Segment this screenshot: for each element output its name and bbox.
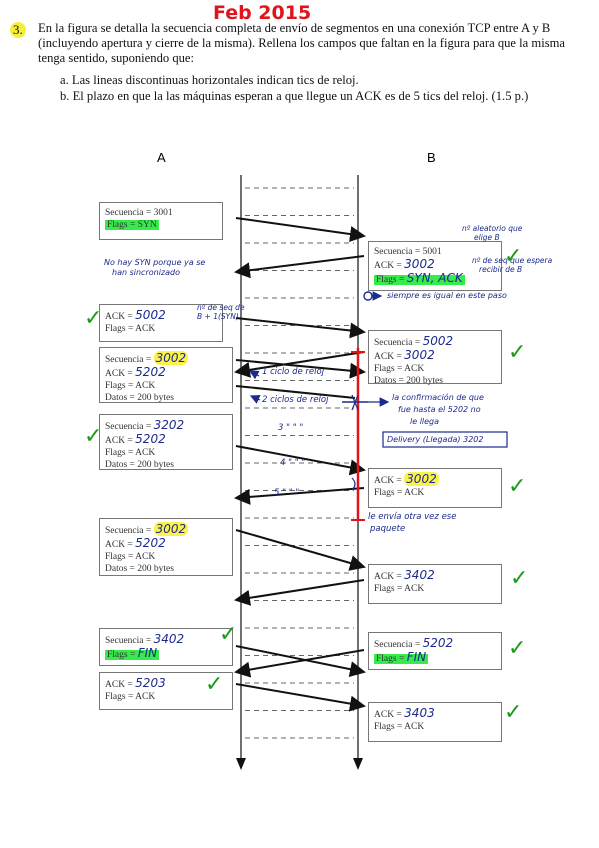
segment-a-final-ack: ACK = 5203 Flags = ACK [99,672,233,710]
assumption-b: b. El plazo en que la las máquinas esper… [60,89,529,103]
timeline-a [236,175,246,770]
segment-a-data-2: Secuencia = 3202 ACK = 5202 Flags = ACK … [99,414,233,470]
note-ack-expected: nº de seq que espera [472,256,553,265]
check-mark-icon: ✓ [504,700,523,725]
segment-b-ack-2: ACK = 3402 Flags = ACK [368,564,502,604]
note-seq-b: nº de seq de [197,303,245,312]
note-tick-3: 3 " " " [278,423,304,433]
column-label-b: B [427,150,436,165]
note-resend-2: paquete [370,524,406,534]
note-always: siempre es igual en este paso [387,291,507,300]
assumption-a: a. Las lineas discontinuas horizontales … [60,73,359,87]
segment-b-ack-1: ACK = 3002 Flags = ACK [368,468,502,508]
check-mark-icon: ✓ [508,474,527,499]
note-no-syn-2: han sincronizado [112,268,180,277]
segment-b-synack: Secuencia = 5001 ACK = 3002 Flags = SYN,… [368,241,502,291]
note-no-syn: No hay SYN porque ya se [104,258,206,267]
note-random: nº aleatorio que [462,224,523,233]
handwritten-date: Feb 2015 [213,2,312,24]
check-mark-icon: ✓ [508,636,527,661]
clock-ticks [245,187,354,739]
note-confirmation-3: le llega [410,417,440,426]
segment-a-retransmit: Secuencia = 3002 ACK = 5202 Flags = ACK … [99,518,233,576]
message-arrows [234,217,366,712]
segment-a-data-1: Secuencia = 3002 ACK = 5202 Flags = ACK … [99,347,233,403]
segment-a-syn: Secuencia = 3001 Flags = SYN [99,202,223,240]
check-mark-icon: ✓ [219,622,238,647]
note-confirmation-2: fue hasta el 5202 no [398,405,481,414]
segment-b-data: Secuencia = 5002 ACK = 3002 Flags = ACK … [368,330,502,386]
segment-a-fin: Secuencia = 3402 Flags = FIN [99,628,233,666]
segment-b-fin: Secuencia = 5202 Flags = FIN [368,632,502,670]
question-text: En la figura se detalla la secuencia com… [38,21,565,65]
segment-b-final-ack: ACK = 3403 Flags = ACK [368,702,502,742]
check-mark-icon: ✓ [84,424,103,449]
segment-a-ack: ACK = 5002 Flags = ACK [99,304,223,342]
check-mark-icon: ✓ [508,340,527,365]
note-delivery: Delivery (Llegada) 3202 [387,435,484,444]
note-random-2: elige B [474,233,500,242]
handwritten-annotations [248,291,508,521]
note-tick-2: 2 ciclos de reloj [262,395,329,405]
check-mark-icon: ✓ [510,566,529,591]
note-resend: le envía otra vez ese [368,512,457,522]
check-mark-icon: ✓ [504,244,523,269]
check-mark-icon: ✓ [205,672,224,697]
check-mark-icon: ✓ [84,306,103,331]
note-confirmation: la confirmación de que [392,393,484,402]
column-label-a: A [157,150,166,165]
question-number: 3. [10,22,26,38]
note-ack-expected-2: recibir de B [479,265,523,274]
note-tick-4: 4 " " " [280,458,306,468]
note-tick-5: 5 " " " [274,488,300,498]
note-tick-1: 1 ciclo de reloj [262,367,325,377]
note-seq-b-2: B + 1(SYN) [197,312,239,321]
